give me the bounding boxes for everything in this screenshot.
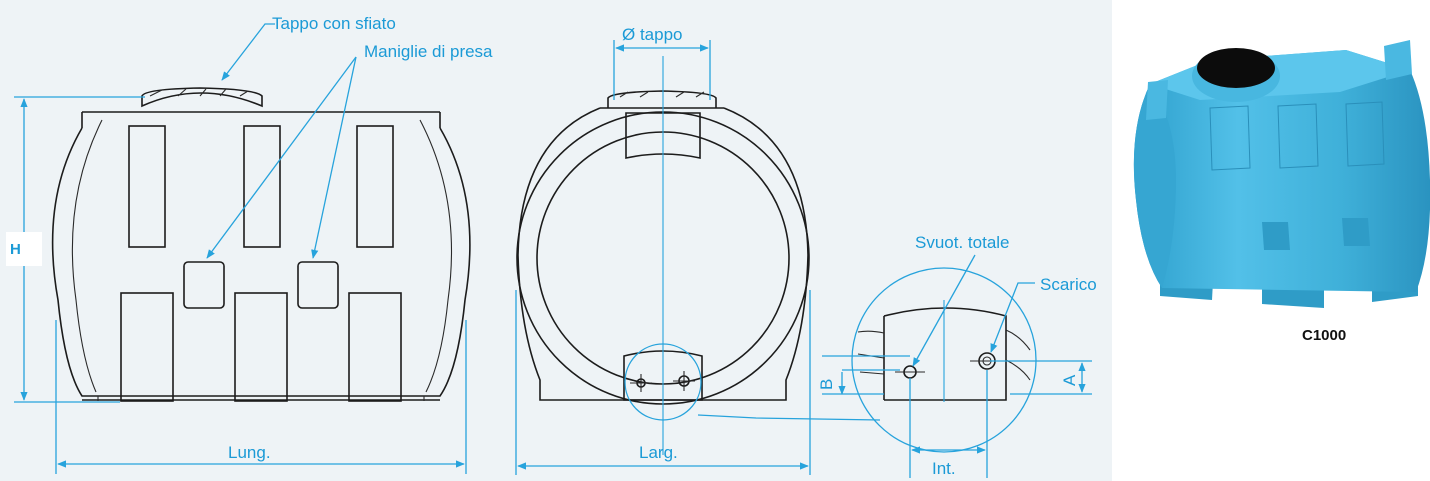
cap-diameter-label: Ø tappo [622, 25, 683, 44]
dim-b-label: B [817, 379, 836, 390]
product-model-label: C1000 [1302, 327, 1346, 344]
grip-handles-label: Maniglie di presa [364, 42, 493, 61]
height-label: H [10, 241, 21, 258]
width-label: Larg. [639, 443, 678, 462]
dimension-b [822, 355, 910, 395]
dimension-a [990, 360, 1092, 395]
full-drain-label: Svuot. totale [915, 233, 1010, 252]
dim-a-label: A [1060, 374, 1079, 386]
spacing-label: Int. [932, 459, 956, 478]
detail-callout-circle [624, 343, 702, 421]
side-view [51, 87, 471, 402]
drawing-background [0, 0, 1112, 481]
dimension-spacing [909, 370, 988, 478]
dimension-height [6, 96, 145, 403]
drain-label: Scarico [1040, 275, 1097, 294]
cap-vent-label: Tappo con sfiato [272, 14, 396, 33]
length-label: Lung. [228, 443, 271, 462]
detail-leader-lines [912, 254, 1035, 367]
dimension-width [515, 290, 811, 475]
detail-callout-leader [697, 414, 881, 421]
leader-lines [206, 23, 357, 259]
product-image [1133, 40, 1430, 308]
dimension-cap-diameter [613, 40, 711, 100]
dimension-length [55, 320, 467, 474]
